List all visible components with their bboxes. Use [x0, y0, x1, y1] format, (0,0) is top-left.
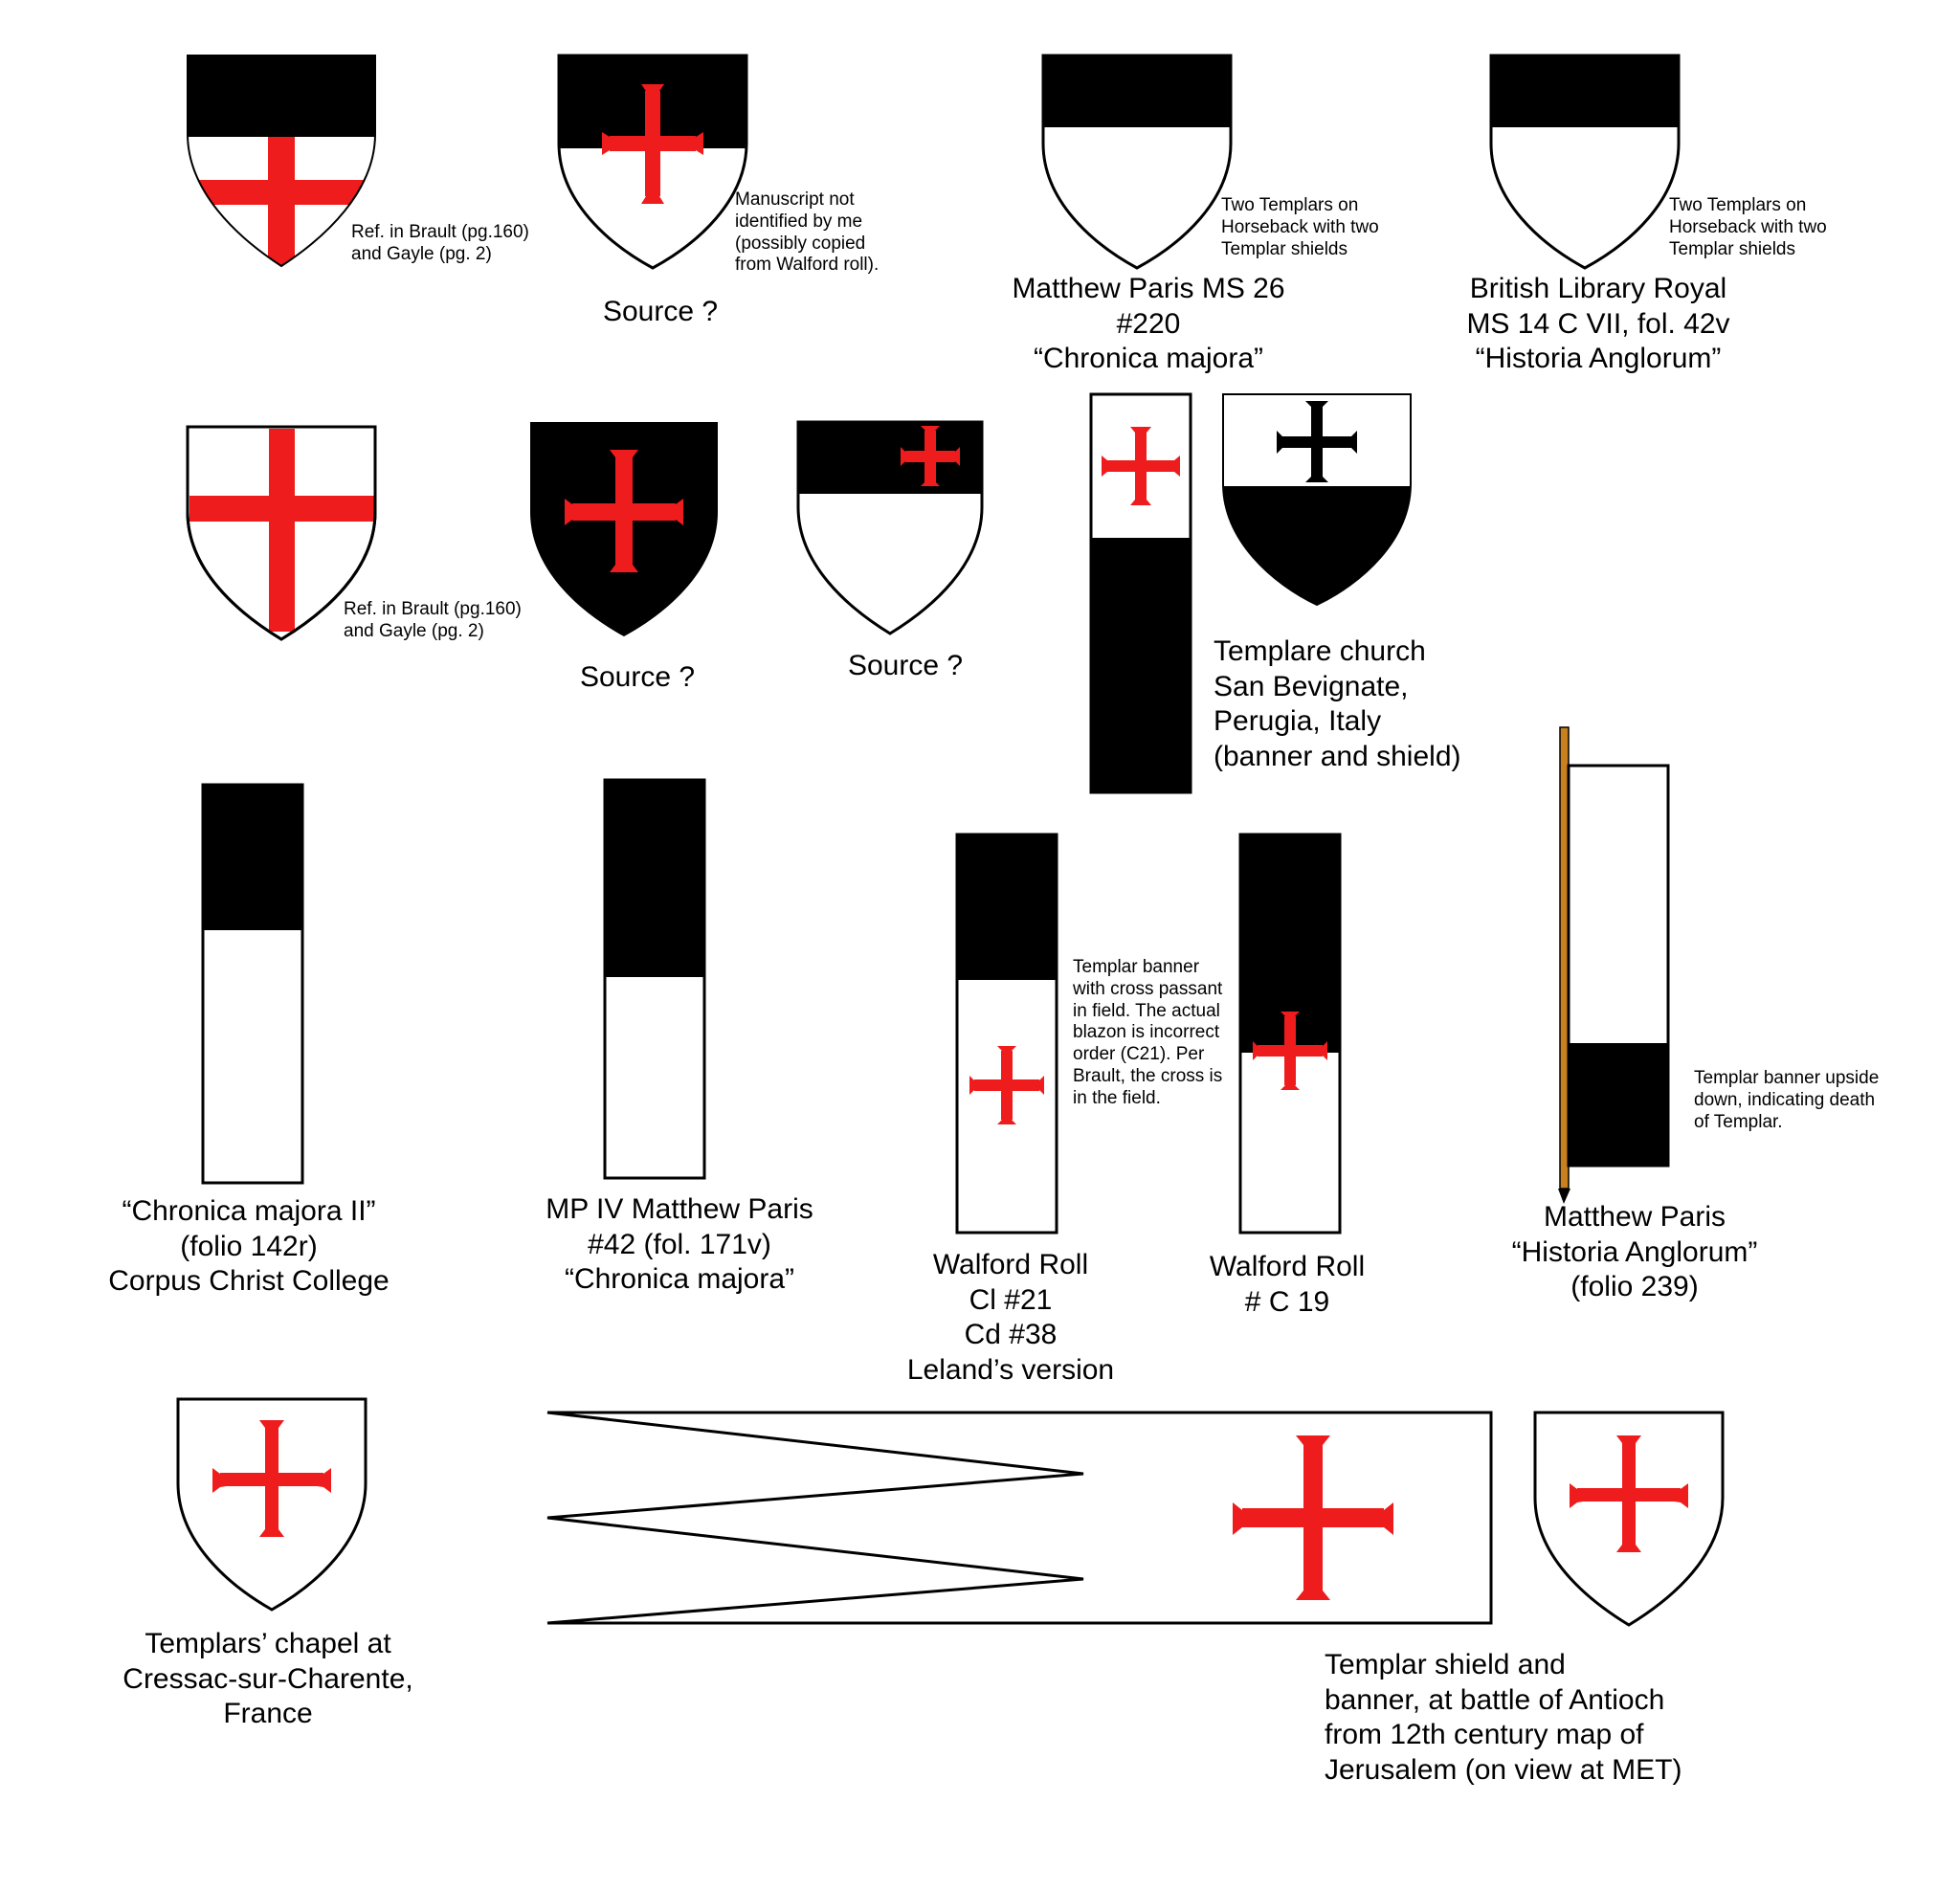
note-row2-item1: Ref. in Brault (pg.160) and Gayle (pg. 2…	[344, 599, 522, 641]
banner-chronica-majora-ii	[201, 783, 304, 1185]
caption-row1-item3: Matthew Paris MS 26 #220 “Chronica major…	[1012, 273, 1285, 375]
note-row1-item3: Two Templars on Horseback with two Templ…	[1221, 195, 1379, 259]
shield-cross-pattee-chief	[557, 54, 748, 270]
shield-plain-cross	[186, 425, 377, 641]
shield-black-cross-sable-base	[1222, 393, 1412, 607]
caption-row3-item1: “Chronica majora II” (folio 142r) Corpus…	[108, 1195, 390, 1298]
caption-row3-item5: Matthew Paris “Historia Anglorum” (folio…	[1511, 1201, 1758, 1303]
swallowtail-banner-antioch	[546, 1411, 1493, 1625]
banner-upside-down-on-staff	[1558, 726, 1670, 1204]
caption-row2-item3: Source ?	[847, 650, 964, 681]
shield-cressac	[176, 1397, 368, 1612]
shield-antioch	[1533, 1411, 1725, 1627]
shield-plain-cross-chief	[187, 55, 376, 268]
banner-walford-cl21	[955, 833, 1058, 1235]
note-row1-item4: Two Templars on Horseback with two Templ…	[1669, 195, 1827, 259]
note-row3-item5: Templar banner upside down, indicating d…	[1694, 1068, 1880, 1132]
caption-row3-item4: Walford Roll # C 19	[1209, 1251, 1366, 1318]
caption-row1-item4: British Library Royal MS 14 C VII, fol. …	[1466, 273, 1730, 375]
shield-chief-sable	[1041, 54, 1233, 270]
note-row1-item1: Ref. in Brault (pg.160) and Gayle (pg. 2…	[351, 222, 529, 264]
caption-row1-item2: Source ?	[602, 296, 719, 327]
shield-sable-cross-pattee	[530, 422, 718, 636]
caption-row3-item2: MP IV Matthew Paris #42 (fol. 171v) “Chr…	[546, 1193, 813, 1296]
caption-row2-item2: Source ?	[579, 661, 696, 693]
note-row1-item2: Manuscript not identified by me (possibl…	[735, 189, 880, 276]
banner-argent-sable-cross	[1089, 392, 1192, 794]
caption-row4-item2: Templar shield and banner, at battle of …	[1325, 1649, 1682, 1786]
banner-mp-iv	[603, 778, 706, 1180]
shield-chief-sable	[1489, 54, 1681, 270]
banner-walford-c19	[1238, 833, 1342, 1235]
caption-row4-item1: Templars’ chapel at Cressac-sur-Charente…	[122, 1628, 413, 1730]
note-row3-item3: Templar banner with cross passant in fie…	[1073, 957, 1223, 1108]
caption-row3-item3: Walford Roll Cl #21 Cd #38 Leland’s vers…	[906, 1249, 1115, 1386]
caption-row2-item4: Templare church San Bevignate, Perugia, …	[1214, 635, 1461, 772]
shield-chief-small-cross	[796, 420, 984, 635]
